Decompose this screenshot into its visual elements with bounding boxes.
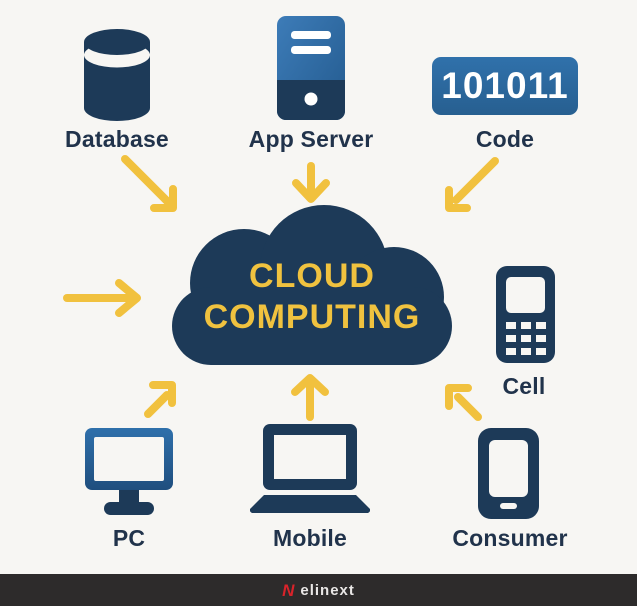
cell-icon <box>496 266 555 363</box>
pc-label: PC <box>112 525 146 551</box>
pc-icon <box>85 428 173 515</box>
cell-label: Cell <box>502 373 546 399</box>
app-server-icon <box>277 16 345 120</box>
arrow-consumer-to-cloud <box>445 384 482 421</box>
app-server-label: App Server <box>248 126 374 152</box>
elinext-brand-text: elinext <box>300 581 355 599</box>
arrow-code-to-cloud <box>445 157 499 212</box>
cloud-title-line1: CLOUD <box>249 257 375 295</box>
elinext-logo-icon: N <box>282 580 295 600</box>
mobile-label: Mobile <box>272 525 348 551</box>
arrow-mobile-to-cloud <box>291 374 329 421</box>
cloud-title-line2: COMPUTING <box>203 298 421 336</box>
arrow-database-to-cloud <box>121 155 177 212</box>
arrow-appserver-to-cloud <box>292 162 330 203</box>
arrow-pc-to-cloud <box>144 381 176 418</box>
code-label: Code <box>475 126 535 152</box>
database-label: Database <box>65 126 169 152</box>
mobile-icon <box>250 424 370 514</box>
arrow-left-to-cloud <box>63 279 141 317</box>
database-icon <box>84 29 150 121</box>
footer-bar: N elinext <box>0 574 637 606</box>
consumer-label: Consumer <box>452 525 568 551</box>
code-binary-text: 101011 <box>441 65 569 106</box>
consumer-icon <box>478 428 539 519</box>
code-icon: 101011 <box>432 57 578 115</box>
cloud-computing-title: CLOUD COMPUTING <box>166 256 458 338</box>
cloud-shape <box>172 205 452 365</box>
